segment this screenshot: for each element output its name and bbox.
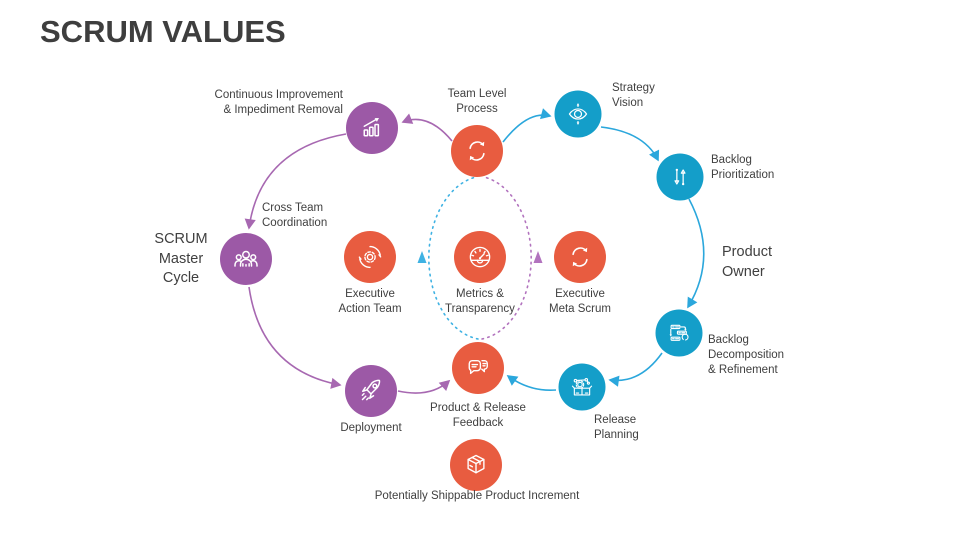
node-product-increment (450, 439, 502, 491)
package-icon (467, 454, 485, 474)
page-title: SCRUM VALUES (40, 14, 286, 49)
label-deployment: Deployment (340, 422, 402, 434)
node-strategy-vision (554, 90, 602, 138)
node-executive-meta-scrum (554, 231, 606, 283)
node-team-level-process (451, 125, 503, 177)
label-strategy-vision: Strategy Vision (612, 82, 655, 109)
node-backlog-prioritization (656, 153, 704, 201)
scrum-master-cycle-arcs (244, 113, 453, 394)
gauge-icon (469, 246, 491, 268)
node-cross-team-coordination (220, 233, 272, 285)
label-continuous-improvement: Continuous Improvement & Impediment Remo… (214, 89, 343, 116)
sort-arrows-icon (674, 168, 686, 186)
node-continuous-improvement (346, 102, 398, 154)
node-backlog-decomposition (655, 309, 703, 357)
sync-icon (572, 247, 588, 267)
release-box-icon (571, 378, 593, 396)
label-executive-action-team: Executive Action Team (338, 288, 402, 315)
label-release-planning: Release Planning (594, 414, 639, 441)
label-backlog-decomposition: Backlog Decomposition & Refinement (708, 334, 785, 376)
growth-chart-icon (363, 118, 380, 137)
node-release-planning (558, 363, 606, 411)
label-backlog-prioritization: Backlog Prioritization (711, 154, 775, 181)
label-scrum-master-cycle: SCRUM Master Cycle (154, 231, 208, 287)
label-product-release-feedback: Product & Release Feedback (430, 402, 526, 429)
node-metrics-transparency (454, 231, 506, 283)
team-level-feedback-loop (417, 176, 543, 340)
vision-icon (568, 103, 588, 125)
gear-sync-icon (358, 245, 382, 269)
feedback-chat-icon (468, 359, 488, 375)
label-team-level-process: Team Level Process (447, 88, 507, 115)
label-product-increment: Potentially Shippable Product Increment (374, 490, 580, 502)
rocket-icon (361, 379, 381, 401)
node-executive-action-team (344, 231, 396, 283)
label-product-owner: Product Owner (722, 244, 772, 280)
node-product-release-feedback (452, 342, 504, 394)
sync-icon (469, 141, 485, 161)
team-icon (234, 250, 258, 267)
node-deployment (345, 365, 397, 417)
label-cross-team-coordination: Cross Team Coordination (262, 202, 328, 229)
product-owner-cycle-arcs (502, 108, 705, 392)
label-executive-meta-scrum: Executive Meta Scrum (549, 288, 611, 315)
task-breakdown-icon (669, 324, 689, 341)
label-metrics-transparency: Metrics & Transparency (445, 288, 515, 315)
